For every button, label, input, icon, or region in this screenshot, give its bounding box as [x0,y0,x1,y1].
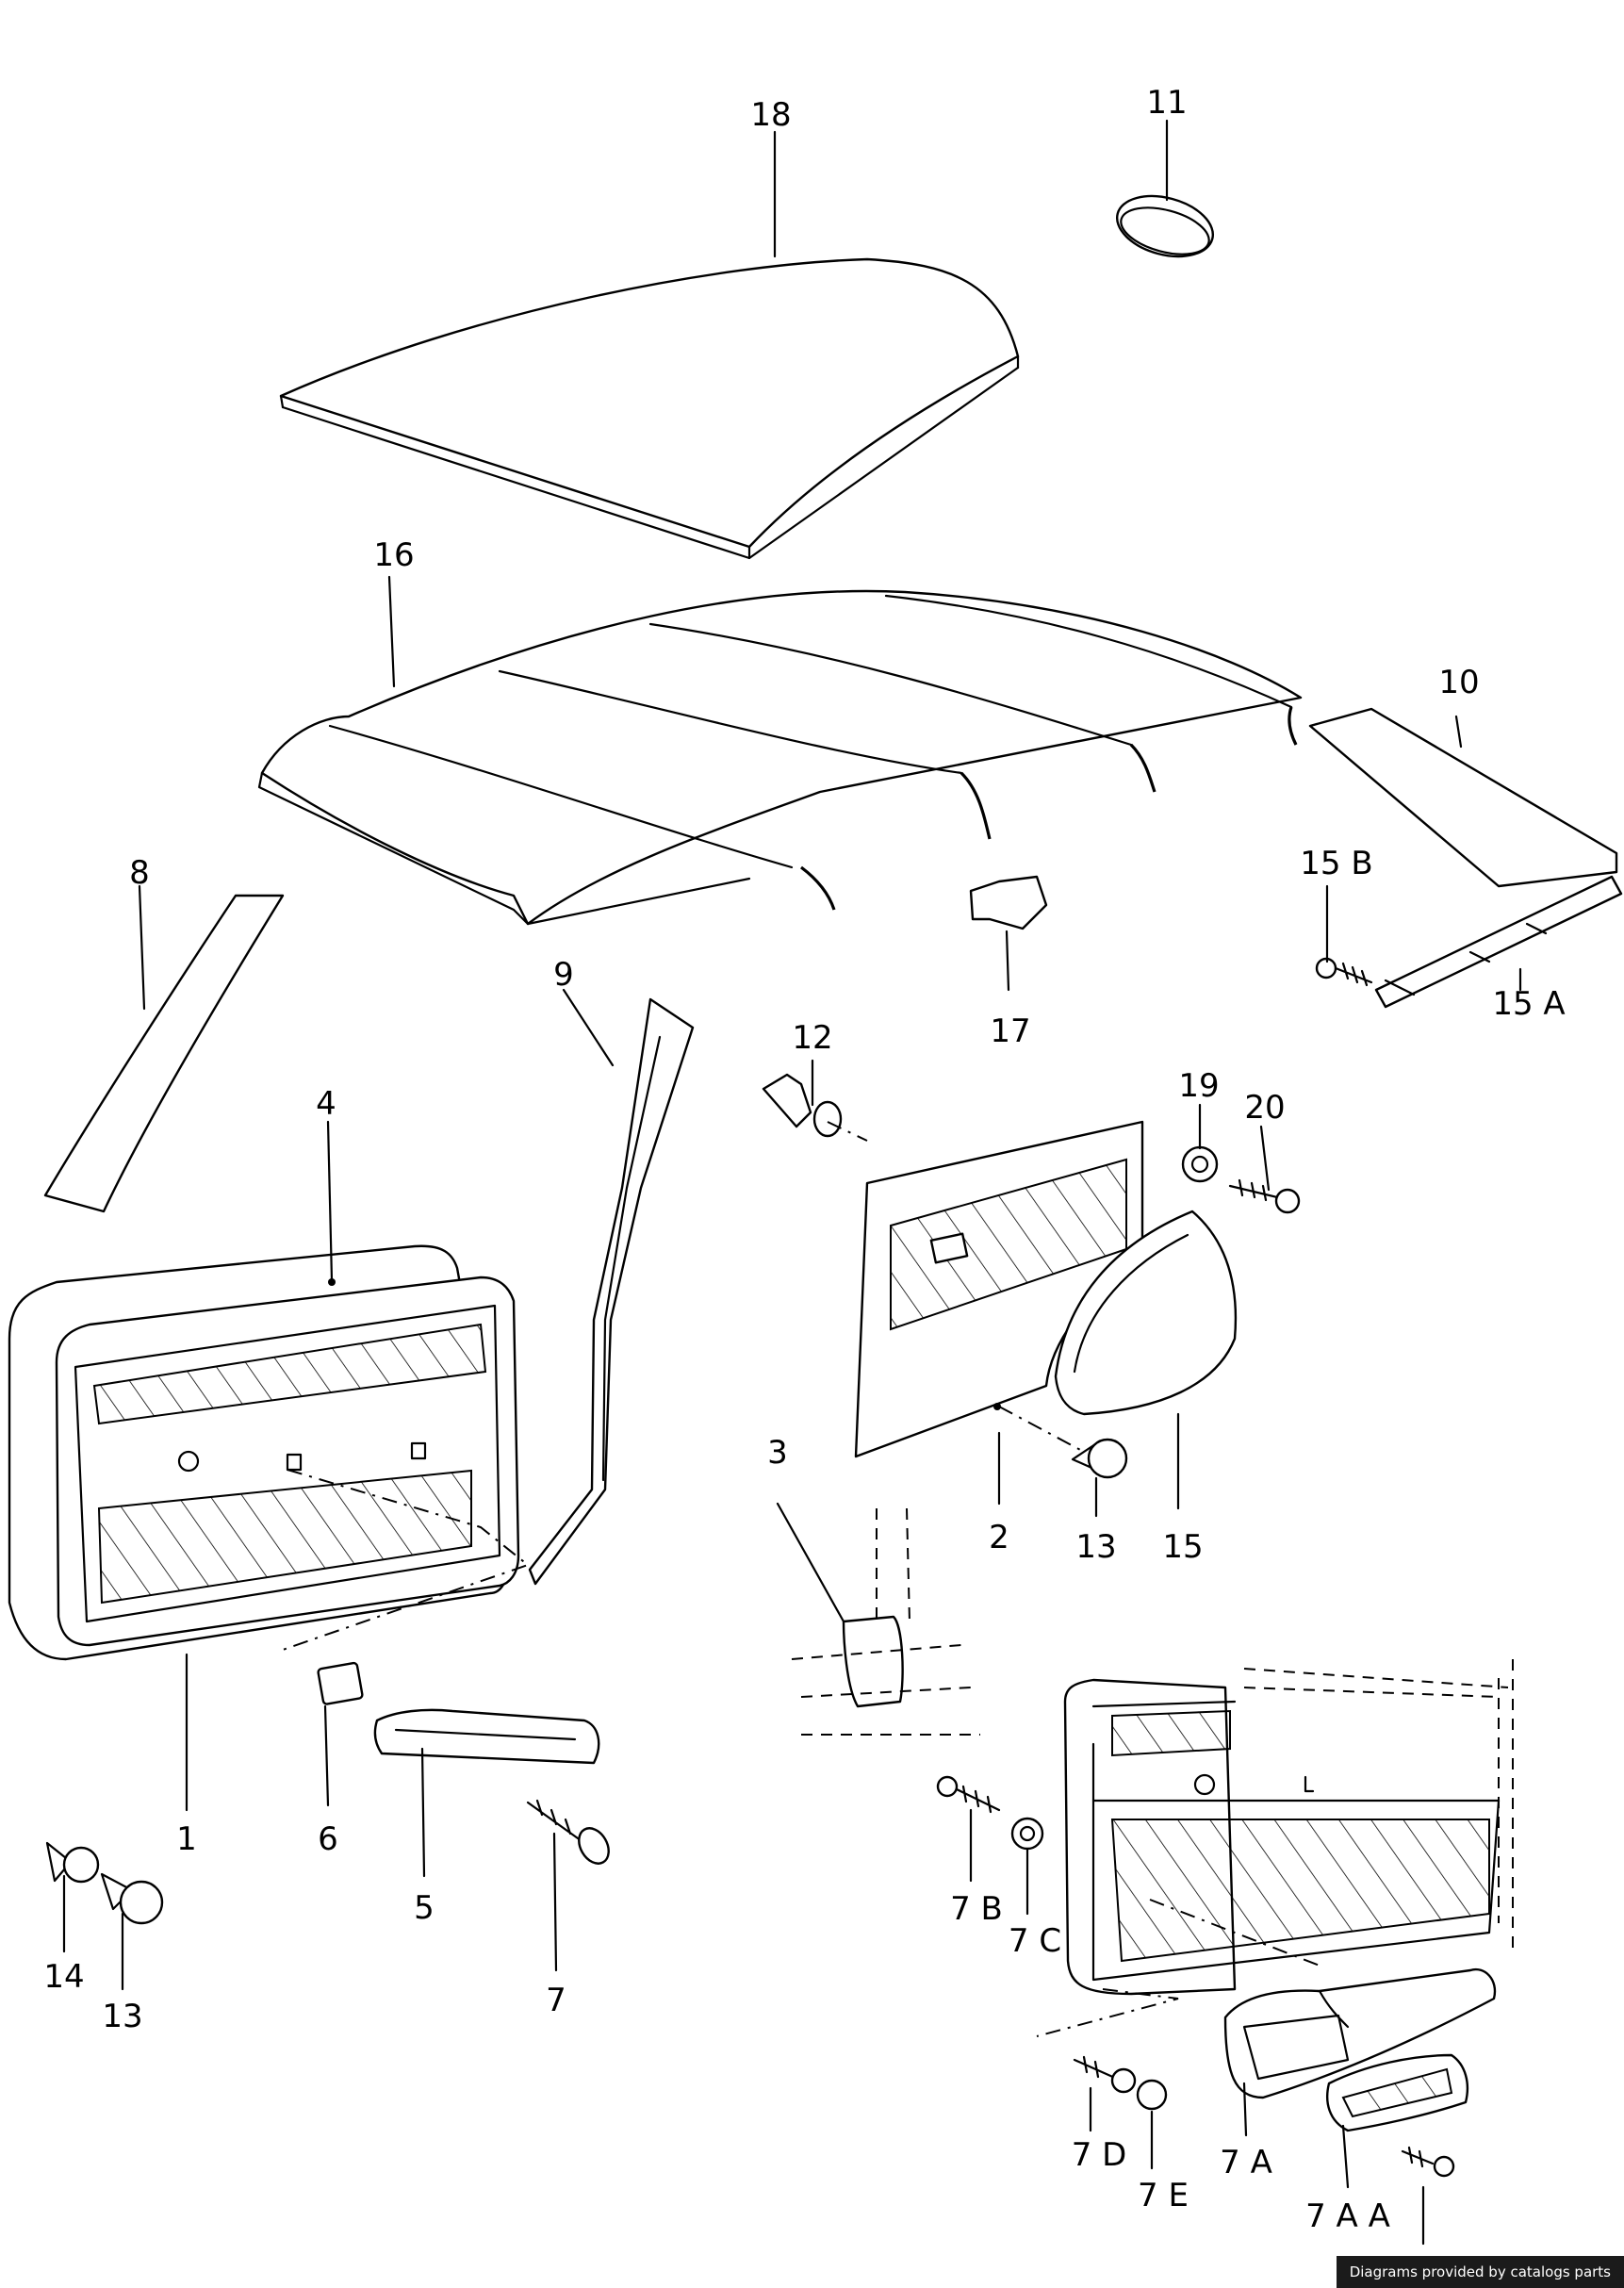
callout-12: 12 [792,1019,832,1057]
callout-7a: 7 A [1220,2144,1272,2181]
callout-15: 15 [1162,1528,1203,1566]
part-7aa-handle [1326,2053,1469,2132]
assembly-line-12 [827,1121,868,1142]
callout-7e: 7 E [1138,2177,1189,2214]
part-14-clip [45,1841,100,1884]
part-10-panel [1308,707,1618,888]
callout-15b: 15 B [1300,845,1372,882]
callout-14: 14 [43,1958,84,1996]
callout-2: 2 [989,1519,1009,1556]
callout-11: 11 [1146,84,1187,122]
part-13-button [1071,1438,1128,1479]
part-19-grommet [1181,1145,1219,1183]
part-7b-screw [936,1775,1001,1814]
callout-20: 20 [1244,1089,1285,1127]
part-16-headliner-bows [257,589,1303,926]
callout-5: 5 [414,1889,435,1927]
callout-7aa: 7 A A [1305,2197,1390,2235]
assembly-line-lower [1036,1899,1321,2037]
callout-9: 9 [553,956,574,994]
part-20-screw [1228,1178,1301,1214]
part-3-pull-cup [791,1507,980,1736]
callout-15a: 15 A [1492,985,1565,1023]
part-11-dome-light [1115,194,1215,258]
part-5-armrest [373,1708,600,1765]
credit-badge: Diagrams provided by catalogs parts [1336,2256,1624,2288]
part-7-screw [526,1799,610,1865]
part-15b-screw [1315,957,1373,987]
callout-7b: 7 B [950,1890,1003,1928]
callout-8: 8 [129,854,150,892]
part-17-clip [969,875,1048,930]
part-9-seal-strip [528,997,695,1586]
part-8-pillar-trim [43,894,285,1213]
callout-13-middle: 13 [1075,1528,1116,1566]
part-7d-screw [1073,2055,1137,2094]
callout-7: 7 [546,1982,566,2019]
callout-3: 3 [767,1434,788,1472]
callout-7d: 7 D [1072,2136,1127,2174]
part-6-clip [317,1661,364,1705]
part-18-headliner [279,257,1020,560]
callout-10: 10 [1438,664,1479,701]
part-7-lower-door-panel [1063,1659,1514,1996]
part-7c-grommet [1010,1817,1044,1851]
part-12-clip [762,1073,843,1138]
leader-lines [62,119,1522,2246]
callout-13-lower: 13 [102,1998,142,2035]
part-7aa-screw [1401,2146,1455,2178]
assembly-line-rear [998,1406,1085,1453]
part-7a-armrest [1223,1967,1497,2099]
callout-16: 16 [373,536,414,574]
callout-18: 18 [750,96,791,134]
part-15-speaker-cover [1054,1210,1238,1416]
callout-19: 19 [1178,1067,1219,1105]
callout-labels: 18 11 16 10 8 15 B 15 A 17 9 12 19 20 4 … [43,84,1565,2235]
callout-4: 4 [316,1085,336,1123]
callout-1: 1 [176,1820,197,1858]
callout-7c: 7 C [1009,1922,1061,1960]
callout-17: 17 [990,1012,1030,1050]
callout-6: 6 [318,1820,338,1858]
part-13-clip-lower [100,1872,164,1925]
part-1-door-panel [8,1244,520,1661]
assembly-line-front [282,1469,531,1651]
part-7e-cap [1136,2079,1168,2111]
part-15a-rail [1374,875,1623,1009]
